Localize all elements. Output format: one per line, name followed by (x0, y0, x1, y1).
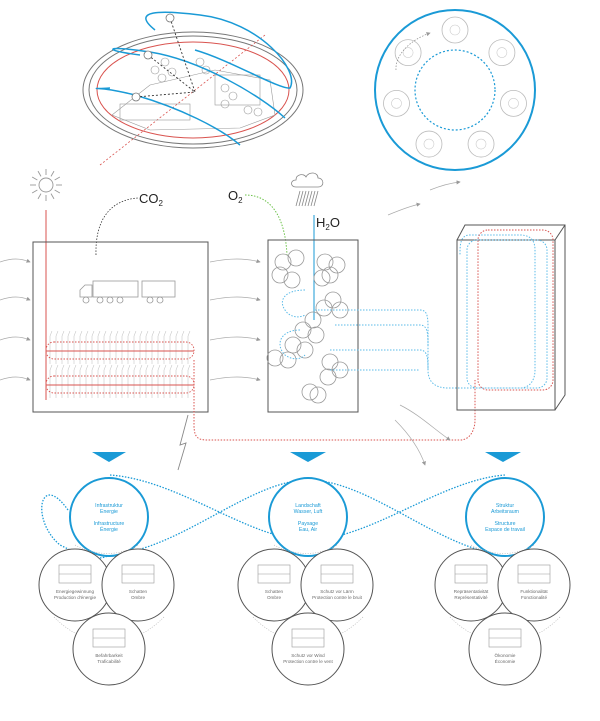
air-flow-arrow (0, 296, 31, 301)
air-flow-arrow (209, 376, 261, 382)
landscape-box (266, 234, 536, 413)
pillar-title: Wasser, Luft (294, 509, 323, 515)
solar-panel-rows (49, 330, 191, 398)
sub-label-de: Schatten (129, 589, 148, 594)
air-flow-arrow (0, 258, 31, 263)
blue-orbit-middle (112, 47, 286, 119)
air-flow-arrow (209, 336, 261, 342)
trees-sun-shade-icon (257, 564, 291, 584)
site-plan-ellipse (82, 11, 304, 166)
pillar-title: Landschaft (295, 503, 321, 509)
air-flow-arrow (209, 258, 261, 264)
sub-label-de: Schutz vor Lärm (320, 589, 354, 594)
noise-barrier-icon (320, 564, 354, 584)
canopy-shade-icon (121, 564, 155, 584)
vehicle-path-icon (92, 628, 126, 648)
sub-label-fr: Protection contre le bruit (312, 595, 363, 600)
pillar-title: Énergie (100, 526, 118, 533)
pillar-title: Arbeitsraum (491, 509, 519, 515)
pillar-title: Eau, Air (299, 527, 317, 533)
solar-panels-cars-icon (58, 564, 92, 584)
sub-label-fr: Protection contre le vent (283, 659, 333, 664)
co2-flow-line (95, 197, 139, 256)
sub-label-de: Schutz vor Wind (291, 653, 325, 658)
pillar-title: Espace de travail (485, 527, 525, 533)
worker-hand-icon (500, 89, 527, 117)
pillar-title: Infrastructure (94, 521, 125, 527)
sun-icon (30, 169, 62, 201)
co2-label: CO2 (139, 191, 164, 208)
sub-label-fr: Économie (495, 658, 516, 664)
rain-cloud-icon (291, 172, 324, 207)
energy-transfer-line (193, 360, 476, 441)
building-section-icon (454, 564, 488, 584)
parliament-building-icon (441, 16, 469, 44)
site-plan-buildings (111, 57, 276, 131)
pillar-1: InfrastrukturEnergieInfrastructureÉnergi… (38, 477, 175, 686)
sub-label-fr: Fonctionalité (521, 595, 547, 600)
plug-icon (383, 89, 410, 117)
sub-label-de: Ökonomie (495, 652, 516, 658)
sub-label-de: Funktionalität (520, 589, 548, 594)
sub-label-fr: Représentativité (454, 595, 488, 600)
air-flow-arrow (387, 202, 421, 216)
air-flow-arrow (0, 336, 31, 341)
sub-label-de: Befahrbarkeit (95, 653, 123, 658)
sub-label-de: Energiegewinnung (56, 589, 95, 594)
pillar-title: Paysage (298, 521, 318, 527)
sub-label-de: Repräsentativität (454, 589, 489, 594)
wind-barrier-icon (291, 628, 325, 648)
blue-orbit-top (145, 11, 293, 89)
coins-stack-icon (415, 130, 443, 158)
sub-label-fr: Production d'énergie (54, 595, 96, 600)
coins-icon (488, 39, 516, 66)
air-flow-arrow (209, 296, 261, 302)
pillar-circle (69, 477, 149, 557)
grid-plan-icon (488, 628, 522, 648)
h2o-label: H2O (316, 215, 340, 232)
pillar-circle (465, 477, 545, 557)
building-box-icon (456, 224, 566, 411)
air-flow-arrow (429, 180, 461, 191)
pillar-title: Infrastruktur (95, 503, 123, 509)
down-arrow-structure (485, 452, 521, 462)
air-flow-arrows (0, 180, 461, 466)
pillar-title: Energie (100, 509, 118, 515)
pillar-circle (268, 477, 348, 557)
o2-flow-line (244, 194, 288, 256)
down-arrow-energy (92, 452, 126, 462)
money-stacks-icon (394, 39, 422, 66)
sub-label-fr: Traficabilité (97, 659, 121, 664)
energy-box (32, 241, 209, 413)
cycle-ring (374, 9, 536, 171)
sub-label-fr: Ombre (267, 595, 281, 600)
air-flow-arrow (394, 419, 426, 466)
water-drops-icon (467, 130, 495, 158)
air-flow-arrow (399, 404, 451, 441)
sub-label-fr: Ombre (131, 595, 145, 600)
lightning-bolt-icon (177, 414, 189, 471)
truck-icon (79, 280, 176, 304)
down-arrow-landscape (290, 452, 326, 462)
pillar-title: Structure (494, 521, 515, 527)
o2-label: O2 (228, 188, 243, 205)
air-flow-arrow (0, 376, 31, 381)
floor-plan-icon (517, 564, 551, 584)
sub-label-de: Schatten (265, 589, 284, 594)
pillar-title: Struktur (496, 503, 514, 509)
